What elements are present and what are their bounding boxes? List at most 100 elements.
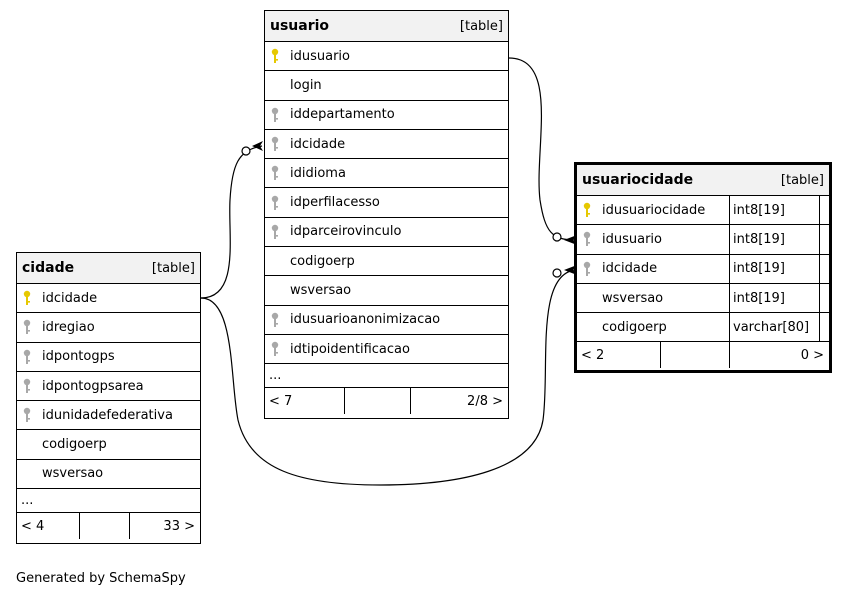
table-kind: [table] [151,260,195,276]
column-row[interactable]: idparceirovinculo [265,218,508,248]
column-name: idusuariocidade [602,202,706,218]
footer-spacer [661,342,730,369]
column-name: iddepartamento [290,107,395,123]
column-name: codigoerp [290,253,355,269]
column-name: idcidade [602,261,658,277]
primary-key-icon [577,202,597,218]
footer-spacer [345,388,411,415]
parents-count[interactable]: < 7 [265,388,345,415]
column-row[interactable]: idunidadefederativa [17,401,200,431]
column-row[interactable]: idusuarioanonimizacao [265,306,508,335]
table-header: cidade [table] [17,253,200,284]
primary-key-icon [17,290,37,306]
column-name: idpontogpsarea [42,378,144,394]
column-name: idunidadefederativa [42,407,173,423]
column-row[interactable]: codigoerp varchar[80] [577,313,829,343]
foreign-key-icon [577,261,597,277]
column-pad [819,196,829,225]
column-row[interactable]: idtipoidentificacao [265,335,508,365]
column-name: codigoerp [42,437,107,453]
column-name: idusuario [602,231,662,247]
foreign-key-icon [265,165,285,181]
children-count[interactable]: 0 > [800,347,824,363]
column-name: idcidade [42,290,98,306]
column-name: wsversao [602,290,664,306]
column-pad [819,313,829,342]
generated-by-credit: Generated by SchemaSpy [16,571,186,586]
column-row[interactable]: idusuariocidade int8[19] [577,196,829,226]
foreign-key-icon [17,319,37,335]
column-row[interactable]: iddepartamento [265,101,508,130]
table-name: usuario [270,18,330,34]
relation-end-circle [241,146,251,156]
table-header: usuario [table] [265,11,508,42]
foreign-key-icon [265,136,285,152]
table-cidade[interactable]: cidade [table] idcidade idregiao idpontogp… [16,252,201,544]
column-name: idpontogps [42,349,115,365]
relation-end-circle [552,232,562,242]
column-type: varchar[80] [729,313,819,342]
column-row[interactable]: idcidade int8[19] [577,254,829,284]
column-name: ididioma [290,165,346,181]
table-usuario[interactable]: usuario [table] idusuario login iddepartam… [264,10,509,419]
column-type: int8[19] [729,254,819,283]
more-columns: ... [265,364,508,389]
column-row[interactable]: idpontogpsarea [17,372,200,402]
column-type: int8[19] [729,196,819,225]
column-row[interactable]: codigoerp [265,247,508,277]
table-name: usuariocidade [582,172,694,188]
table-footer: < 7 2/8 > [265,388,508,415]
column-row[interactable]: idcidade [17,284,200,314]
foreign-key-icon [265,107,285,123]
table-footer: < 4 33 > [17,513,200,540]
column-type: int8[19] [729,225,819,254]
column-name: idperfilacesso [290,195,380,211]
footer-spacer [80,513,130,540]
column-row[interactable]: login [265,71,508,101]
relation-end-circle [552,268,562,278]
foreign-key-icon [265,341,285,357]
column-row[interactable]: idusuario int8[19] [577,225,829,255]
relation-usuariocidade-usuario [508,57,576,241]
foreign-key-icon [265,312,285,328]
children-count[interactable]: 2/8 > [467,393,503,409]
foreign-key-icon [265,195,285,211]
parents-count[interactable]: < 4 [17,513,80,540]
more-columns: ... [17,489,200,514]
column-pad [819,283,829,313]
column-row[interactable]: idregiao [17,313,200,343]
children-count[interactable]: 33 > [163,518,195,534]
column-row[interactable]: idpontogps [17,343,200,372]
table-footer: < 2 0 > [577,342,829,369]
column-row[interactable]: wsversao [265,276,508,306]
column-row[interactable]: wsversao [17,460,200,490]
relation-usuario-cidade [200,145,263,299]
parents-count[interactable]: < 2 [577,342,661,369]
column-row[interactable]: idcidade [265,130,508,160]
foreign-key-icon [17,378,37,394]
foreign-key-icon [577,231,597,247]
column-name: idparceirovinculo [290,224,402,240]
column-row[interactable]: idusuario [265,42,508,72]
column-name: login [290,77,322,93]
column-name: wsversao [42,466,104,482]
column-name: idregiao [42,319,95,335]
relation-end-arrow [252,141,263,151]
column-row[interactable]: codigoerp [17,430,200,460]
column-row[interactable]: idperfilacesso [265,188,508,218]
column-name: codigoerp [602,319,667,335]
primary-key-icon [265,48,285,64]
foreign-key-icon [265,224,285,240]
column-name: idusuarioanonimizacao [290,312,441,328]
column-name: idcidade [290,136,346,152]
table-name: cidade [22,260,75,276]
column-pad [819,254,829,283]
table-kind: [table] [459,18,503,34]
column-row[interactable]: ididioma [265,159,508,189]
column-name: wsversao [290,283,352,299]
table-kind: [table] [780,172,824,188]
table-usuariocidade[interactable]: usuariocidade [table] idusuariocidade int… [574,162,832,373]
foreign-key-icon [17,349,37,365]
column-name: idtipoidentificacao [290,341,410,357]
